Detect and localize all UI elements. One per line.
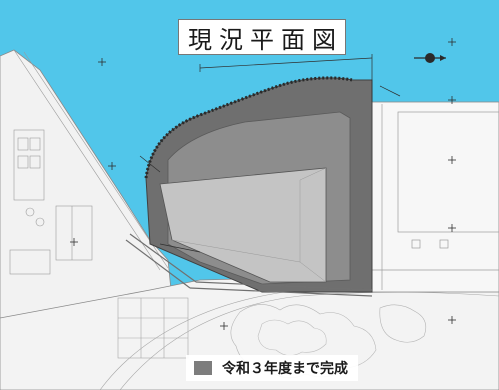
north-arrow-icon <box>414 53 446 63</box>
left-land-details <box>9 49 169 275</box>
fill-area-details <box>171 167 327 283</box>
right-port-details <box>372 104 499 290</box>
reclaimed-fill-area <box>159 167 327 283</box>
legend: 令和３年度まで完成 <box>186 355 358 381</box>
legend-swatch <box>194 361 212 375</box>
armour-line <box>144 76 353 179</box>
plan-title: 現況平面図 <box>178 19 346 55</box>
right-port-area <box>371 101 499 293</box>
legend-label: 令和３年度まで完成 <box>222 361 348 377</box>
dimension-lines <box>139 54 401 253</box>
access-roads <box>125 233 373 297</box>
grid-markers <box>70 38 456 330</box>
